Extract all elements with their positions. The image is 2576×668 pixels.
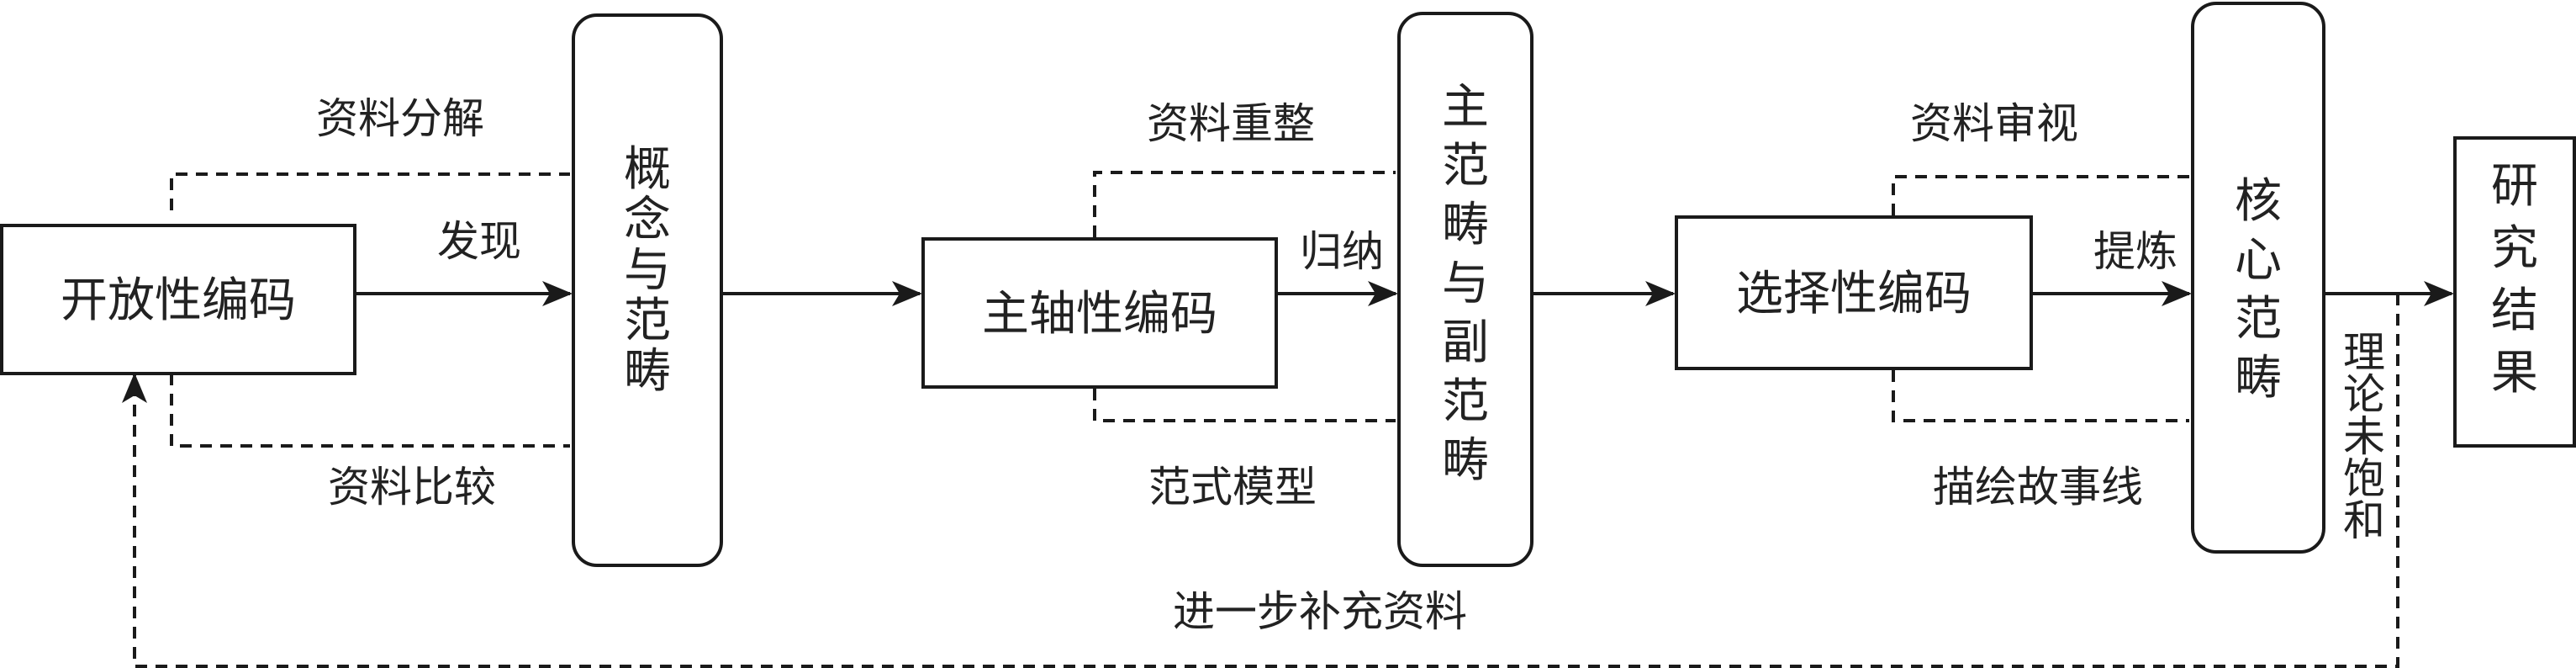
node-research-result-label: 研究结果 xyxy=(2491,159,2538,400)
dash-loop-decomposition xyxy=(170,172,570,210)
node-axial-coding-label: 主轴性编码 xyxy=(982,287,1217,342)
node-selective-coding-label: 选择性编码 xyxy=(1736,267,1972,321)
label-supplement-data: 进一步补充资料 xyxy=(1173,587,1467,636)
node-core-category-label: 核心范畴 xyxy=(2235,174,2282,406)
dash-loop-review xyxy=(1892,175,2189,215)
node-concepts-categories-label: 概念与范畴 xyxy=(624,142,671,399)
node-main-sub-categories-label: 主范畴与副范畴 xyxy=(1442,80,1489,488)
dash-loop-storyline xyxy=(1892,370,2189,422)
label-storyline: 描绘故事线 xyxy=(1933,463,2143,512)
label-data-review: 资料审视 xyxy=(1910,99,2078,148)
node-concepts-categories: 概念与范畴 xyxy=(572,13,723,567)
label-refine: 提炼 xyxy=(2093,227,2177,276)
label-data-reorganize: 资料重整 xyxy=(1147,99,1315,148)
dash-feedback-loop xyxy=(122,294,2399,668)
node-open-coding-label: 开放性编码 xyxy=(61,273,296,328)
label-paradigm-model: 范式模型 xyxy=(1148,463,1317,512)
dash-loop-comparison xyxy=(170,374,570,448)
label-discover: 发现 xyxy=(437,217,521,266)
label-data-comparison: 资料比较 xyxy=(328,463,496,512)
node-research-result: 研究结果 xyxy=(2453,136,2576,448)
node-main-sub-categories: 主范畴与副范畴 xyxy=(1397,12,1533,567)
label-data-decomposition: 资料分解 xyxy=(316,94,484,143)
node-core-category: 核心范畴 xyxy=(2191,2,2325,554)
node-open-coding: 开放性编码 xyxy=(0,224,356,375)
node-selective-coding: 选择性编码 xyxy=(1675,215,2033,370)
label-induce: 归纳 xyxy=(1300,227,1384,276)
dash-loop-reorganize xyxy=(1093,171,1396,237)
label-theory-unsaturated: 理论未饱和 xyxy=(2343,328,2385,545)
dash-loop-paradigm xyxy=(1093,389,1396,422)
node-axial-coding: 主轴性编码 xyxy=(921,237,1278,389)
